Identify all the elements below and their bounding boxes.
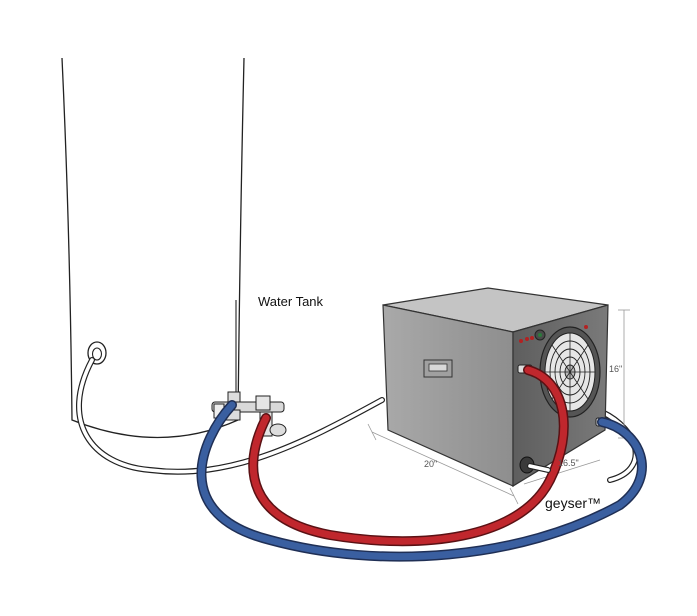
lower-drain-stub: [527, 463, 551, 473]
hot-water-hose: [248, 365, 569, 547]
fan-grille: [539, 326, 601, 418]
geyser-unit: [367, 287, 630, 505]
water-tank-label: Water Tank: [258, 294, 324, 309]
width-dimension-label: 20": [424, 459, 437, 469]
depth-dimension-label: 16.5": [558, 458, 579, 468]
water-tank: [61, 57, 245, 439]
dimension-lines: [367, 309, 630, 505]
cold-water-hose: [196, 400, 647, 562]
geyser-label: geyser™: [545, 495, 601, 511]
drain-hose: [76, 357, 385, 475]
height-dimension-label: 16": [609, 364, 622, 374]
unit-handle: [423, 359, 453, 378]
control-panel-leds: [519, 325, 588, 343]
